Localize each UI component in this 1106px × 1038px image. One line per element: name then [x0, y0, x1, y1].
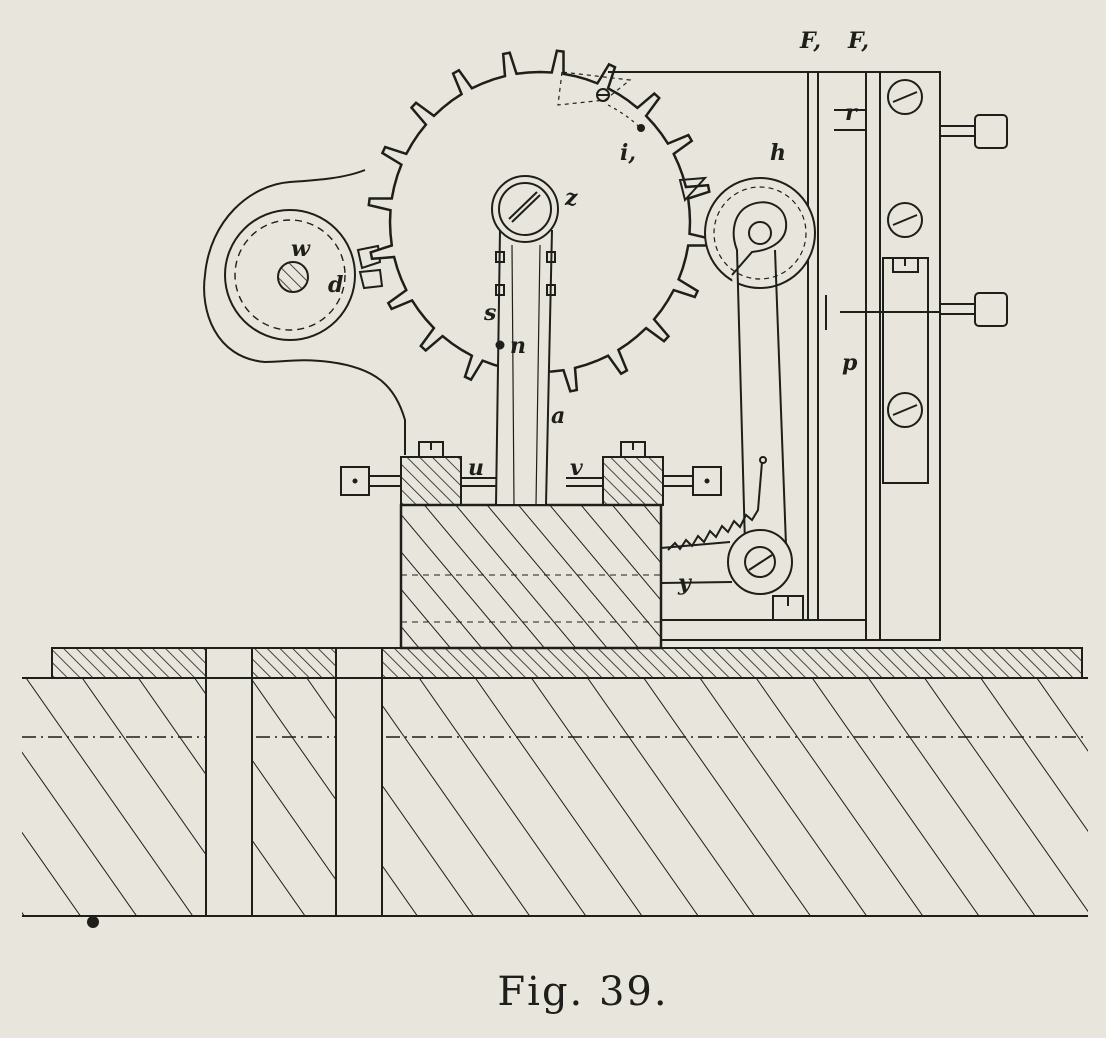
label-p: p	[842, 350, 858, 376]
label-d: d	[328, 272, 343, 298]
label-z: z	[564, 185, 578, 211]
central-block	[399, 503, 663, 650]
labels: w d z s n a u v y h r p F, F, i,	[291, 28, 869, 596]
label-y: y	[677, 570, 693, 596]
label-i: i,	[620, 140, 636, 166]
label-n: n	[510, 333, 526, 359]
top-strip	[51, 647, 1083, 679]
label-w: w	[291, 236, 311, 262]
label-a: a	[551, 403, 565, 429]
label-r: r	[845, 100, 858, 126]
right-frame	[608, 71, 1008, 641]
gear-internals	[557, 71, 645, 132]
figure-caption: Fig. 39.	[497, 969, 668, 1015]
label-f2: F,	[847, 28, 869, 54]
label-f1: F,	[799, 28, 821, 54]
label-v: v	[570, 455, 583, 481]
base-plate	[22, 647, 1088, 917]
label-s: s	[483, 300, 496, 326]
cam-assembly	[660, 176, 816, 595]
label-u: u	[468, 455, 484, 481]
lever-a	[491, 175, 559, 506]
screw-blocks	[340, 441, 722, 506]
ink-spot	[87, 916, 99, 928]
label-h: h	[770, 140, 786, 166]
left-arm	[203, 169, 406, 455]
